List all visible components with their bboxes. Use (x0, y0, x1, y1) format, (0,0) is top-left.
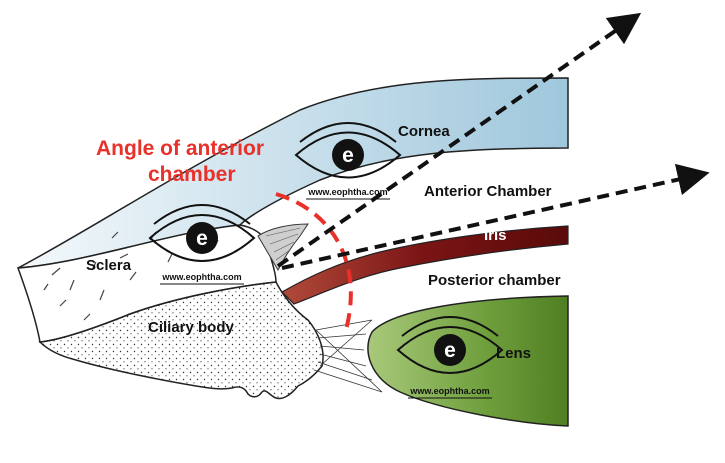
title-line-2: chamber (148, 163, 236, 186)
watermark-lens: e www.eophtha.com (396, 316, 504, 399)
watermark-letter: e (196, 227, 208, 250)
zonule-fibres (313, 319, 383, 393)
watermark-url: www.eophtha.com (161, 272, 241, 282)
label-anterior-chamber: Anterior Chamber (424, 183, 552, 200)
label-ciliary-body: Ciliary body (148, 319, 235, 336)
watermark-sclera: e www.eophtha.com (148, 204, 256, 285)
watermark-letter: e (342, 144, 354, 167)
watermark-url: www.eophtha.com (307, 187, 387, 197)
ciliary-body-shape (38, 281, 324, 400)
label-posterior-chamber: Posterior chamber (428, 272, 561, 289)
iris-shape (281, 225, 569, 305)
watermark-cornea: e www.eophtha.com (294, 122, 402, 200)
eye-watermark-icon (396, 326, 504, 374)
watermark-letter: e (444, 339, 456, 362)
label-iris: Iris (484, 227, 507, 244)
title-line-1: Angle of anterior (96, 137, 264, 160)
lens-shape (367, 295, 569, 427)
watermark-url: www.eophtha.com (409, 386, 489, 396)
meshwork-lines (265, 227, 301, 261)
arrow-lower (281, 163, 710, 270)
eye-watermark-icon (294, 131, 402, 179)
label-lens: Lens (496, 345, 531, 362)
label-sclera: Sclera (86, 257, 132, 274)
arrow-upper (276, 12, 642, 268)
eye-watermark-icon (148, 214, 256, 262)
label-cornea: Cornea (398, 123, 450, 140)
